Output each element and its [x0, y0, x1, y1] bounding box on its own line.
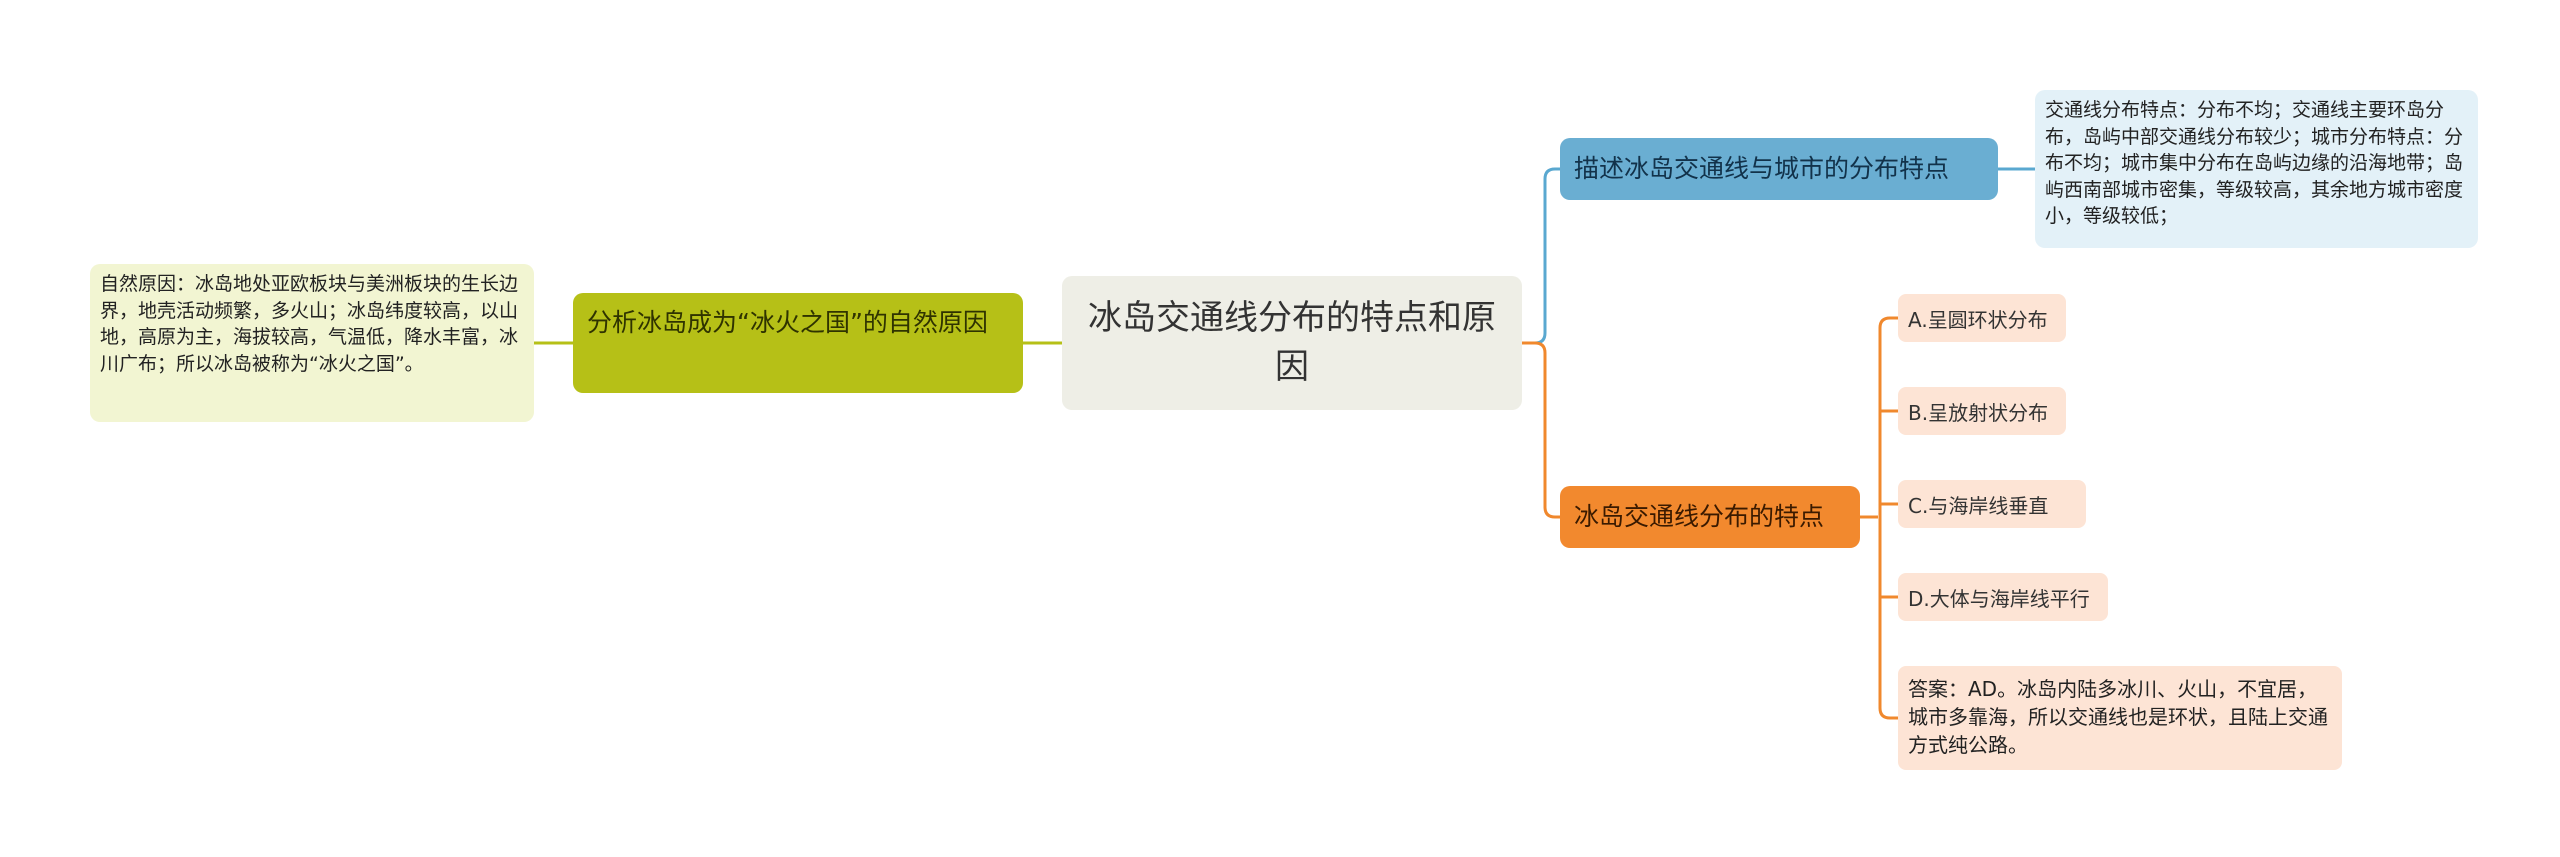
- left-detail-node[interactable]: 自然原因：冰岛地处亚欧板块与美洲板块的生长边界，地壳活动频繁，多火山；冰岛纬度较…: [90, 264, 534, 422]
- right-topic-1-node[interactable]: 描述冰岛交通线与城市的分布特点: [1560, 138, 1998, 200]
- right-detail-1-node[interactable]: 交通线分布特点：分布不均；交通线主要环岛分布，岛屿中部交通线分布较少；城市分布特…: [2035, 90, 2478, 248]
- option-b-node[interactable]: B.呈放射状分布: [1898, 387, 2066, 435]
- link-root-right-2: [1522, 341, 1560, 519]
- answer-node[interactable]: 答案：AD。冰岛内陆多冰川、火山，不宜居，城市多靠海，所以交通线也是环状，且陆上…: [1898, 666, 2342, 770]
- right-topic-2-node[interactable]: 冰岛交通线分布的特点: [1560, 486, 1860, 548]
- link-root-right-1: [1522, 167, 1560, 345]
- option-a-node[interactable]: A.呈圆环状分布: [1898, 294, 2066, 342]
- option-c-node[interactable]: C.与海岸线垂直: [1898, 480, 2086, 528]
- root-node[interactable]: 冰岛交通线分布的特点和原因: [1062, 276, 1522, 410]
- link-right-2-bracket: [1878, 316, 1898, 720]
- left-topic-node[interactable]: 分析冰岛成为“冰火之国”的自然原因: [573, 293, 1023, 393]
- option-d-node[interactable]: D.大体与海岸线平行: [1898, 573, 2108, 621]
